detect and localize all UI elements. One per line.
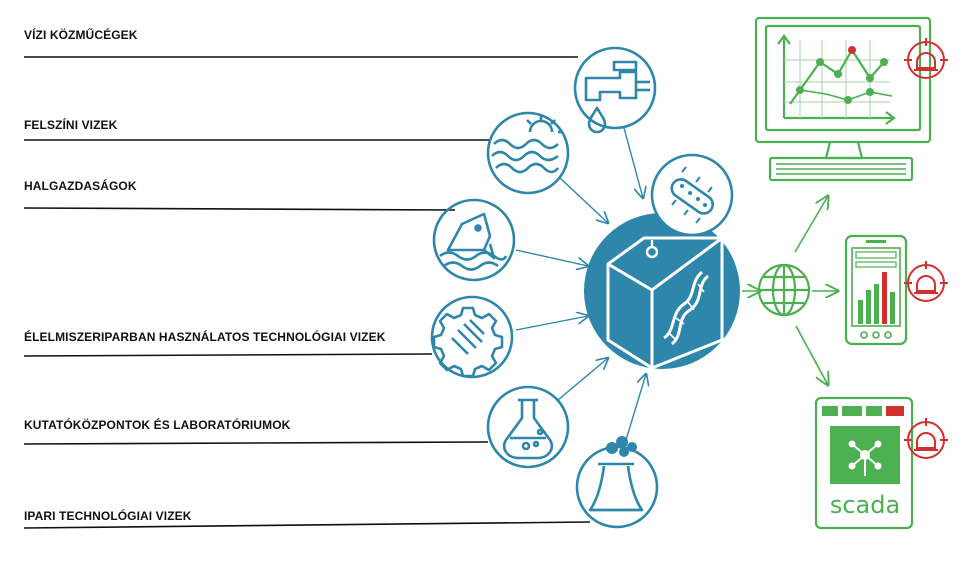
label-fisheries: HALGAZDASÁGOK — [24, 179, 137, 193]
water-tap-icon — [573, 46, 657, 134]
fish-icon — [432, 198, 516, 282]
label-water-utilities: VÍZI KÖZMŰCÉGEK — [24, 28, 138, 42]
label-food-industry-waters: ÉLELMISZERIPARBAN HASZNÁLATOS TECHNOLÓGI… — [24, 330, 386, 344]
leader-lines — [23, 56, 591, 529]
phone-chart-icon — [844, 234, 908, 346]
gear-hand-icon — [430, 295, 514, 379]
tablet-scada-icon: scada — [814, 396, 914, 530]
flask-icon — [486, 385, 570, 469]
label-research-labs: KUTATÓKÖZPONTOK ÉS LABORATÓRIUMOK — [24, 418, 291, 432]
sensor-cube-icon — [584, 213, 740, 370]
factory-flask-icon — [575, 436, 659, 529]
globe-icon — [757, 263, 811, 317]
sun-waves-icon — [486, 111, 570, 195]
monitor-data-points — [796, 46, 888, 104]
bacteria-icon — [650, 153, 734, 237]
scada-label: scada — [830, 491, 900, 519]
label-industrial-waters: IPARI TECHNOLÓGIAI VIZEK — [24, 509, 192, 523]
monitor-chart-icon — [754, 16, 932, 182]
label-surface-waters: FELSZÍNI VIZEK — [24, 118, 118, 132]
alarm-icon — [904, 38, 948, 459]
